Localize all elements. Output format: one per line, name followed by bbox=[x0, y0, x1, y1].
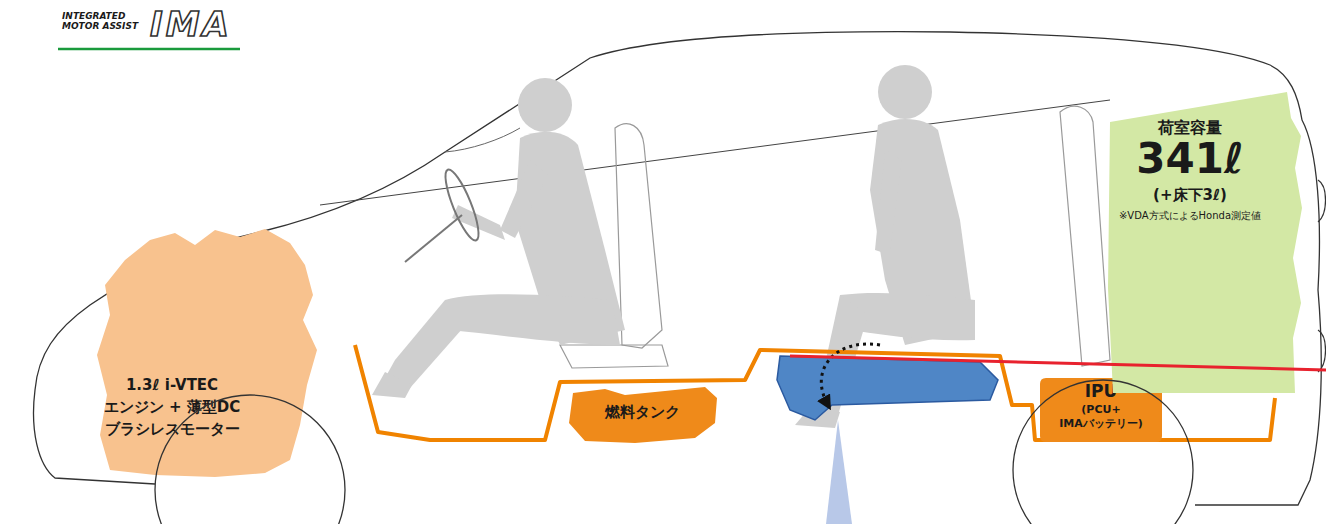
folding-seat-cushion bbox=[777, 356, 998, 420]
folding-motion-arrow bbox=[821, 344, 880, 405]
cargo-volume: 341ℓ bbox=[1105, 136, 1275, 182]
steering-column bbox=[405, 215, 462, 262]
cargo-underfloor: (+床下3ℓ) bbox=[1105, 186, 1275, 204]
driver-foot bbox=[372, 372, 412, 398]
passenger-head bbox=[878, 65, 932, 119]
driver-silhouette bbox=[372, 78, 625, 398]
ipu-detail: (PCU+ IMAバッテリー) bbox=[1056, 403, 1146, 431]
windshield-line bbox=[445, 128, 520, 152]
front-seat-back bbox=[615, 124, 662, 348]
rear-seat-back bbox=[1060, 106, 1110, 366]
cargo-area: 荷室容量341ℓ (+床下3ℓ) ※VDA方式によるHonda測定値 bbox=[1105, 88, 1300, 398]
steering-wheel bbox=[439, 166, 484, 243]
belt-line bbox=[320, 100, 1110, 205]
floor-height-line bbox=[790, 356, 1326, 370]
engine-unit-fill bbox=[97, 229, 317, 477]
fuel-tank: 燃料タンク bbox=[565, 383, 720, 445]
tail-light bbox=[1318, 180, 1326, 222]
callout-pointer bbox=[826, 420, 852, 524]
cargo-heading: 荷室容量 bbox=[1105, 118, 1275, 137]
front-wheel bbox=[155, 395, 345, 524]
rear-bumper-line bbox=[1318, 330, 1326, 372]
driver-head bbox=[518, 78, 572, 132]
front-seat-cushion bbox=[560, 345, 668, 368]
engine-unit: 1.3ℓ i-VTEC エンジン + 薄型DC ブラシレスモーター bbox=[95, 225, 320, 485]
passenger-arm bbox=[875, 150, 902, 255]
measurement-note: ※VDA方式によるHonda測定値 bbox=[1105, 210, 1275, 222]
fuel-tank-label: 燃料タンク bbox=[565, 403, 720, 421]
ima-logo-subtitle: INTEGRATED MOTOR ASSIST bbox=[62, 11, 154, 32]
ima-logo: IMA bbox=[150, 6, 250, 43]
engine-unit-outline bbox=[95, 225, 320, 485]
rear-wheel bbox=[1013, 380, 1193, 524]
car-body-outline bbox=[34, 32, 1322, 505]
engine-spec: 1.3ℓ i-VTEC エンジン + 薄型DC ブラシレスモーター bbox=[97, 375, 247, 440]
logo-underline bbox=[58, 48, 240, 51]
driver-shin bbox=[385, 300, 470, 388]
driver-thigh bbox=[445, 294, 620, 345]
driver-arm bbox=[500, 160, 548, 238]
